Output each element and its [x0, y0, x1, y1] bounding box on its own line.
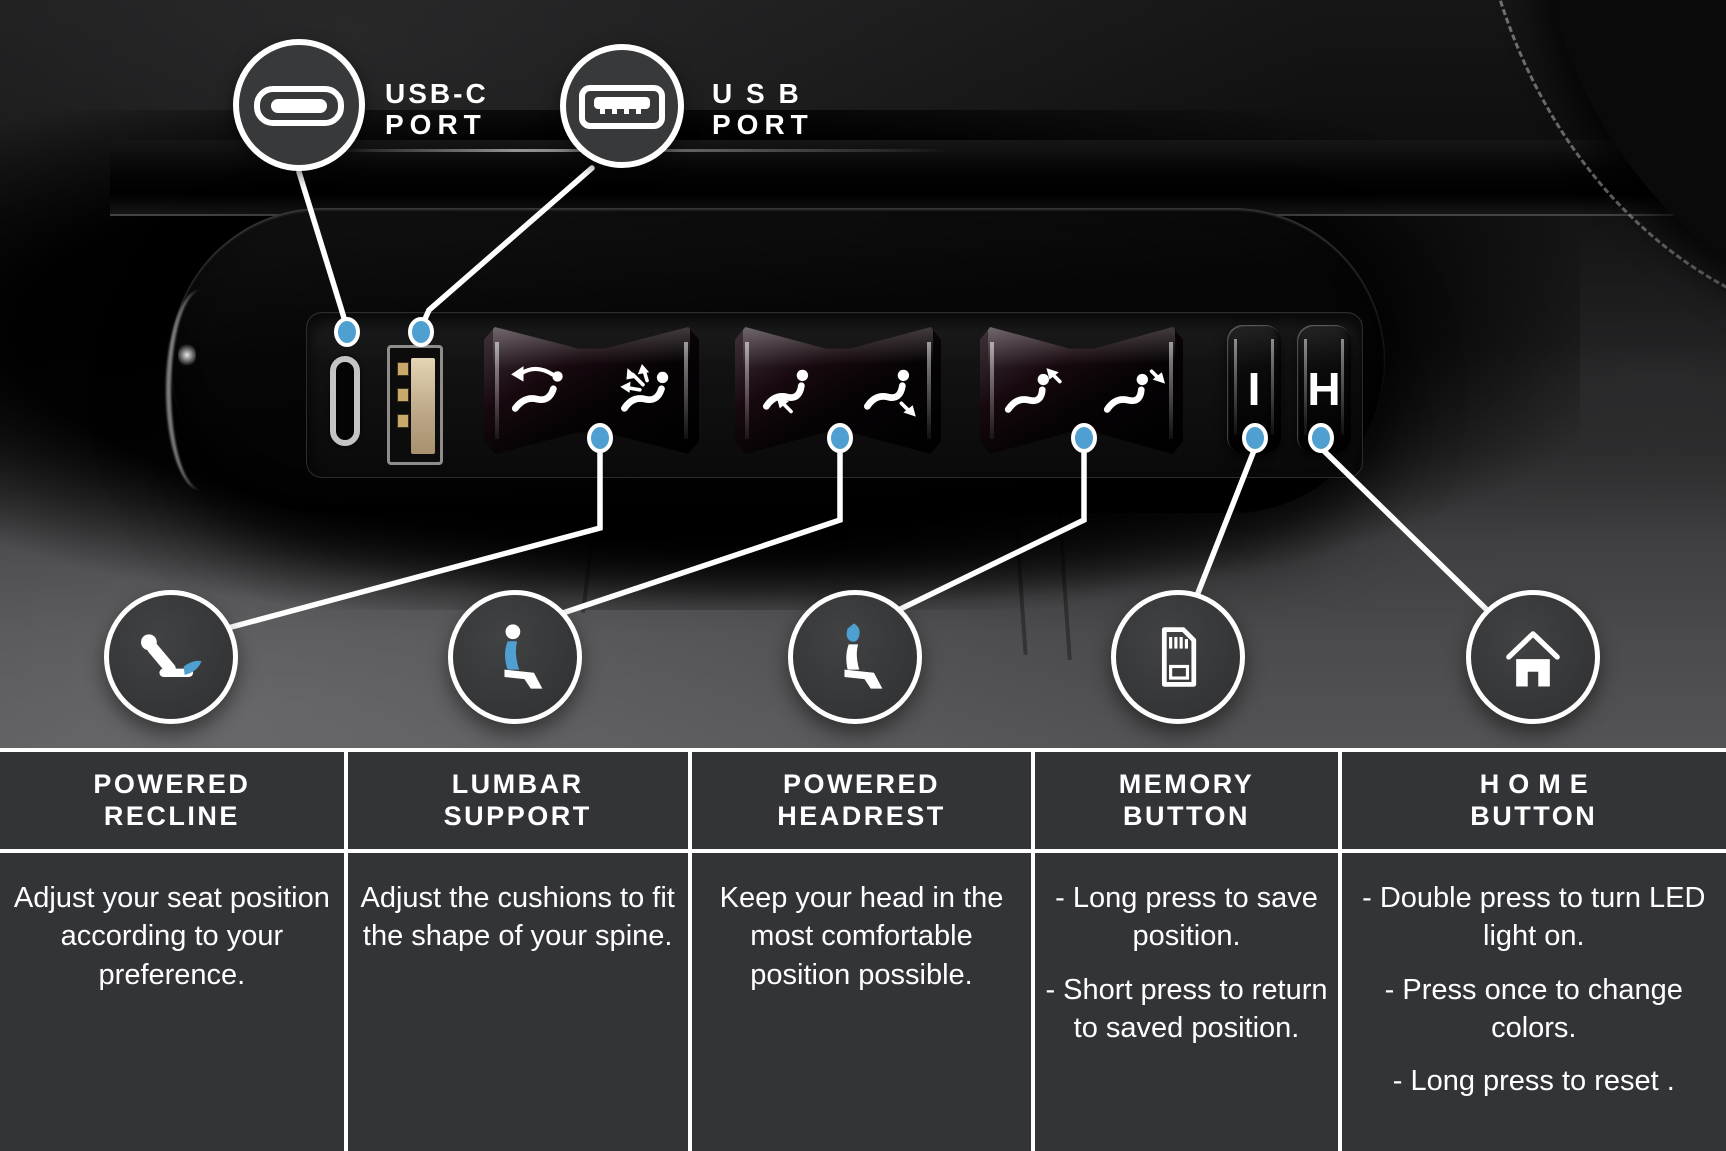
powered-recline-circle: [104, 590, 238, 724]
home-button-circle: [1466, 590, 1600, 724]
panel-edge-glint: [166, 290, 236, 490]
home-icon: [1506, 631, 1560, 687]
usb-c-callout-circle: [233, 39, 365, 171]
usb-a-port: [387, 345, 443, 465]
memory-key-label: I: [1247, 363, 1261, 415]
button-edge: [494, 342, 499, 439]
memory-button: I: [1227, 325, 1281, 453]
button-edge: [990, 342, 995, 439]
memory-card-icon: [1161, 627, 1197, 687]
usb-c-port-icon: [254, 86, 344, 126]
desc-home-button: - Double press to turn LED light on. - P…: [1341, 853, 1726, 1151]
desc-powered-headrest: Keep your head in the most comfortable p…: [691, 853, 1032, 1151]
usb-c-port: [330, 356, 360, 446]
button-edge: [745, 342, 750, 439]
header-memory-button: MEMORY BUTTON: [1035, 752, 1338, 849]
header-powered-recline: POWERED RECLINE: [0, 752, 344, 849]
lumbar-in-icon: [756, 363, 822, 422]
headrest-up-icon: [1000, 363, 1066, 422]
powered-headrest-icon: [844, 623, 883, 689]
seat-recline-back-icon: [507, 363, 573, 422]
lumbar-support-icon: [504, 624, 543, 689]
panel-edge-glint-dot: [178, 342, 196, 368]
usb-callout-circle: [560, 44, 684, 168]
lumbar-support-circle: [448, 590, 582, 724]
lumbar-out-icon: [857, 363, 923, 422]
button-edge: [1168, 342, 1173, 439]
headrest-down-icon: [1099, 363, 1166, 422]
desc-memory-button: - Long press to save position. - Short p…: [1035, 853, 1338, 1151]
seat-recline-burst-icon: [612, 363, 678, 422]
feature-table: POWERED RECLINE LUMBAR SUPPORT POWERED H…: [0, 748, 1726, 1151]
glossy-trim-bar: [110, 140, 1726, 216]
button-edge: [926, 342, 931, 439]
usb-c-label: USB-C PORT: [385, 78, 489, 141]
usb-a-port-icon: [579, 85, 665, 129]
powered-recline-icon: [141, 634, 202, 677]
usb-a-tongue: [411, 358, 435, 454]
powered-headrest-circle: [788, 590, 922, 724]
button-edge: [684, 342, 689, 439]
desc-lumbar-support: Adjust the cushions to fit the shape of …: [347, 853, 688, 1151]
header-home-button: HOME BUTTON: [1341, 752, 1726, 849]
usb-label: U S B PORT: [712, 78, 814, 141]
desc-powered-recline: Adjust your seat position according to y…: [0, 853, 344, 1151]
memory-button-circle: [1111, 590, 1245, 724]
usb-a-pins: [397, 362, 411, 452]
header-lumbar-support: LUMBAR SUPPORT: [347, 752, 688, 849]
home-key-label: H: [1307, 363, 1341, 415]
header-powered-headrest: POWERED HEADREST: [691, 752, 1032, 849]
home-button: H: [1297, 325, 1351, 453]
